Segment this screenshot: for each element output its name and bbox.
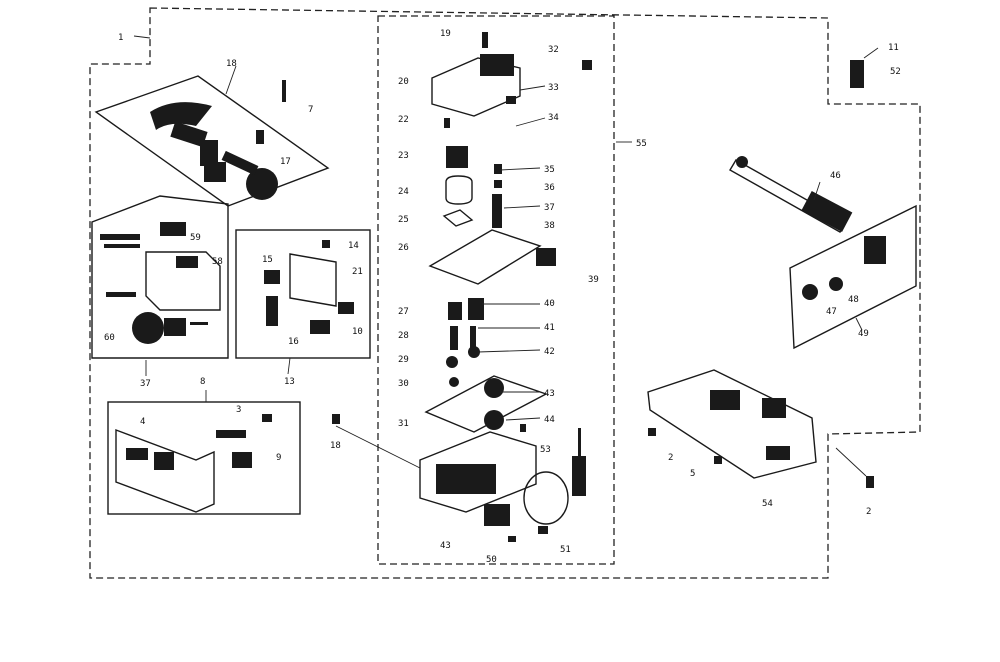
callout-35: 35 (544, 165, 555, 175)
callout-58: 58 (212, 257, 223, 267)
switch-assembly (264, 240, 354, 334)
callout-49: 49 (858, 329, 869, 339)
callout-3: 3 (236, 405, 241, 415)
callout-48: 48 (848, 295, 859, 305)
callout-labels: 1 18 7 17 59 58 60 37 14 15 21 10 16 13 … (104, 29, 901, 565)
callout-26: 26 (398, 243, 409, 253)
callout-27: 27 (398, 307, 409, 317)
callout-14: 14 (348, 241, 359, 251)
callout-51: 51 (560, 545, 571, 555)
callout-18b: 18 (330, 441, 341, 451)
callout-11: 11 (888, 43, 899, 53)
callout-20: 20 (398, 77, 409, 87)
callout-39: 39 (588, 275, 599, 285)
callout-23: 23 (398, 151, 409, 161)
tube-and-burner (729, 60, 886, 300)
switch-group-box (235, 229, 371, 359)
callout-22: 22 (398, 115, 409, 125)
callout-15: 15 (262, 255, 273, 265)
callout-53: 53 (540, 445, 551, 455)
outer-assembly-boundary (89, 7, 921, 579)
callout-43b: 43 (440, 541, 451, 551)
callout-29: 29 (398, 355, 409, 365)
callout-10: 10 (352, 327, 363, 337)
callout-24: 24 (398, 187, 409, 197)
callout-16: 16 (288, 337, 299, 347)
mounting-bracket (332, 369, 874, 488)
callout-1: 1 (118, 33, 123, 43)
leader-lines (133, 35, 879, 477)
callout-40: 40 (544, 299, 555, 309)
callout-28: 28 (398, 331, 409, 341)
callout-18: 18 (226, 59, 237, 69)
callout-44: 44 (544, 415, 555, 425)
callout-42: 42 (544, 347, 555, 357)
motor-group-box (94, 75, 330, 207)
callout-54: 54 (762, 499, 773, 509)
valve-stack (419, 32, 592, 542)
callout-59: 59 (190, 233, 201, 243)
callout-46: 46 (830, 171, 841, 181)
callout-37: 37 (544, 203, 555, 213)
callout-32: 32 (548, 45, 559, 55)
callout-2b: 2 (866, 507, 871, 517)
burner-group-box (789, 204, 917, 350)
callout-43: 43 (544, 389, 555, 399)
callout-7: 7 (308, 105, 313, 115)
callout-5: 5 (690, 469, 695, 479)
callout-2a: 2 (668, 453, 673, 463)
callout-60: 60 (104, 333, 115, 343)
callout-8: 8 (200, 377, 205, 387)
callout-30: 30 (398, 379, 409, 389)
callout-31: 31 (398, 419, 409, 429)
callout-33: 33 (548, 83, 559, 93)
callout-41: 41 (544, 323, 555, 333)
callout-4: 4 (140, 417, 145, 427)
bracket-assembly (115, 414, 272, 513)
callout-34: 34 (548, 113, 559, 123)
callout-52: 52 (890, 67, 901, 77)
callout-55: 55 (636, 139, 647, 149)
callout-38: 38 (544, 221, 555, 231)
motor-assembly (150, 80, 286, 200)
solenoid-assembly (100, 222, 221, 344)
callout-37b: 37 (140, 379, 151, 389)
callout-19: 19 (440, 29, 451, 39)
bracket-group-box (107, 401, 301, 515)
callout-9: 9 (276, 453, 281, 463)
callout-25: 25 (398, 215, 409, 225)
callout-17: 17 (280, 157, 291, 167)
callout-50: 50 (486, 555, 497, 565)
callout-13: 13 (284, 377, 295, 387)
valve-group-box (377, 15, 615, 565)
callout-36: 36 (544, 183, 555, 193)
callout-21: 21 (352, 267, 363, 277)
callout-47: 47 (826, 307, 837, 317)
solenoid-group-box (91, 195, 229, 359)
